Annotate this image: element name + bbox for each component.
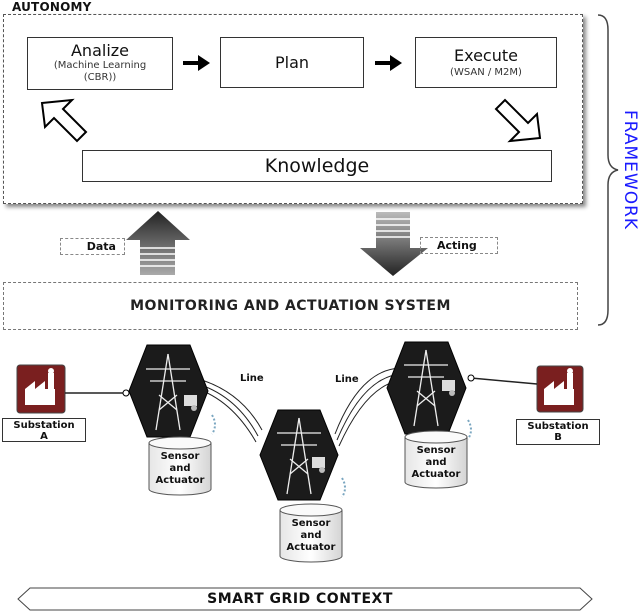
acting-down-arrow xyxy=(360,212,428,276)
analyze-title: Analize xyxy=(70,41,130,60)
substation-b-label: Substation B xyxy=(516,419,600,445)
analyze-subtitle-2: (CBR)) xyxy=(83,72,117,83)
acting-label: Acting xyxy=(420,237,498,254)
autonomy-title: AUTONOMY xyxy=(12,0,92,14)
execute-subtitle: (WSAN / M2M) xyxy=(450,67,522,78)
execute-title: Execute xyxy=(454,46,518,65)
substation-b-label-line1: Substation xyxy=(527,421,589,432)
substation-b-label-line2: B xyxy=(554,432,562,443)
framework-brace xyxy=(597,14,619,326)
substation-b-icon xyxy=(536,365,584,413)
substation-a-label-line1: Substation xyxy=(13,420,75,431)
plan-title: Plan xyxy=(274,53,310,72)
power-lines xyxy=(194,367,405,447)
tower-2-icon xyxy=(259,409,339,501)
smart-grid-context-label: SMART GRID CONTEXT xyxy=(207,591,393,607)
line-label-left: Line xyxy=(240,373,264,384)
analyze-box: Analize (Machine Learning (CBR)) xyxy=(27,37,173,90)
data-label: Data xyxy=(60,238,125,255)
monitoring-actuation-system: MONITORING AND ACTUATION SYSTEM xyxy=(3,282,578,330)
tower-1-icon xyxy=(128,344,209,438)
substation-a-label: Substation A xyxy=(2,418,86,442)
data-up-arrow xyxy=(126,211,190,275)
substation-a-icon xyxy=(16,364,66,414)
line-label-right: Line xyxy=(335,374,359,385)
substation-a-label-line2: A xyxy=(40,431,48,442)
plan-box: Plan xyxy=(220,37,364,88)
tower-3-icon xyxy=(386,341,467,435)
analyze-subtitle-1: (Machine Learning xyxy=(53,60,147,71)
knowledge-box: Knowledge xyxy=(82,150,552,182)
execute-box: Execute (WSAN / M2M) xyxy=(415,37,557,88)
framework-label: FRAMEWORK xyxy=(620,109,640,231)
